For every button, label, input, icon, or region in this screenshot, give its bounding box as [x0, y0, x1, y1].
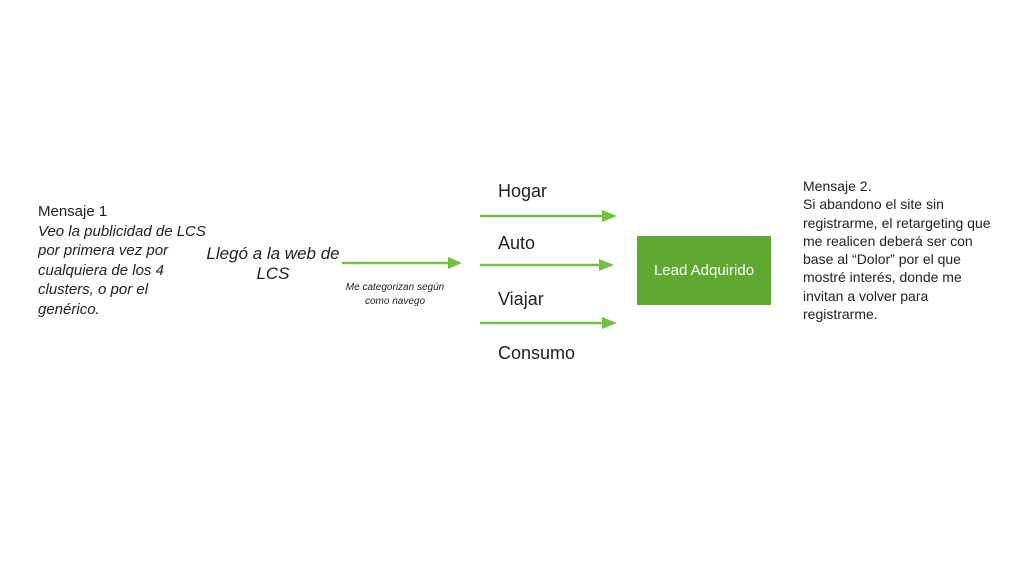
mensaje-2-title: Mensaje 2. — [803, 178, 872, 194]
cluster-auto: Auto — [498, 233, 536, 253]
mensaje-1-title: Mensaje 1 — [38, 203, 108, 220]
arrow-caption: Me categorizan según como navego — [345, 282, 445, 307]
lead-adquirido-box: Lead Adquirido — [637, 236, 771, 305]
lead-adquirido-label: Lead Adquirido — [653, 262, 755, 279]
arrow-auto — [480, 259, 614, 271]
arrow-to-clusters — [342, 257, 462, 269]
mensaje-2: Mensaje 2. Si abandono el site sin regis… — [803, 177, 1003, 323]
mensaje-1: Mensaje 1 Veo la publicidad de LCS por p… — [38, 202, 208, 319]
arrow-viajar — [480, 317, 617, 329]
arrow-hogar — [480, 210, 617, 222]
step-label: Llegó a la web de LCS — [206, 244, 340, 283]
mensaje-2-body: Si abandono el site sin registrarme, el … — [803, 196, 991, 323]
mensaje-1-body: Veo la publicidad de LCS por primera vez… — [38, 222, 206, 318]
cluster-hogar: Hogar — [498, 181, 548, 201]
cluster-consumo: Consumo — [498, 343, 576, 363]
cluster-viajar: Viajar — [498, 289, 544, 309]
